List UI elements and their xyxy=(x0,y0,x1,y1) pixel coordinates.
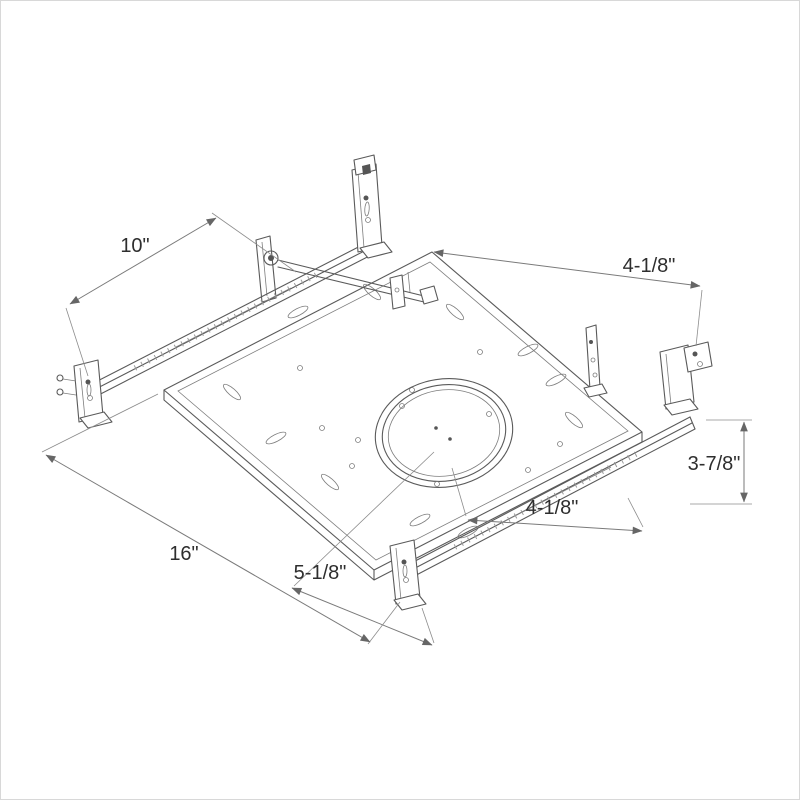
support-post xyxy=(583,324,608,398)
corner-clip xyxy=(389,271,411,310)
left-mounting-bracket xyxy=(56,359,113,429)
dimension-bottom-left: 16" xyxy=(41,393,401,645)
bottom-mounting-bracket xyxy=(389,539,427,611)
ring-screw xyxy=(399,403,405,409)
dimension-label-bottom-center: 5-1/8" xyxy=(294,562,347,584)
dimension-top-right: 4-1/8" xyxy=(433,249,703,347)
dimension-label-top-right: 4-1/8" xyxy=(623,255,676,277)
pan-holes xyxy=(297,349,563,473)
top-mounting-bracket xyxy=(351,154,393,259)
dimension-label-bottom-left: 16" xyxy=(169,543,198,565)
aperture-ring xyxy=(374,378,514,488)
junction-box-bracket xyxy=(255,235,439,305)
dimension-right: 3-7/8" xyxy=(688,419,752,505)
dimension-bottom-right: 4-1/8" xyxy=(451,467,644,535)
dimension-label-top-left: 10" xyxy=(120,235,149,257)
ring-screw xyxy=(486,411,492,417)
ring-screw xyxy=(434,481,440,487)
right-mounting-bracket xyxy=(659,341,713,416)
dimension-label-bottom-right: 4-1/8" xyxy=(526,497,579,519)
dimension-label-right: 3-7/8" xyxy=(688,453,741,475)
pan-slots xyxy=(222,283,584,539)
dimension-top-left: 10" xyxy=(65,212,297,377)
